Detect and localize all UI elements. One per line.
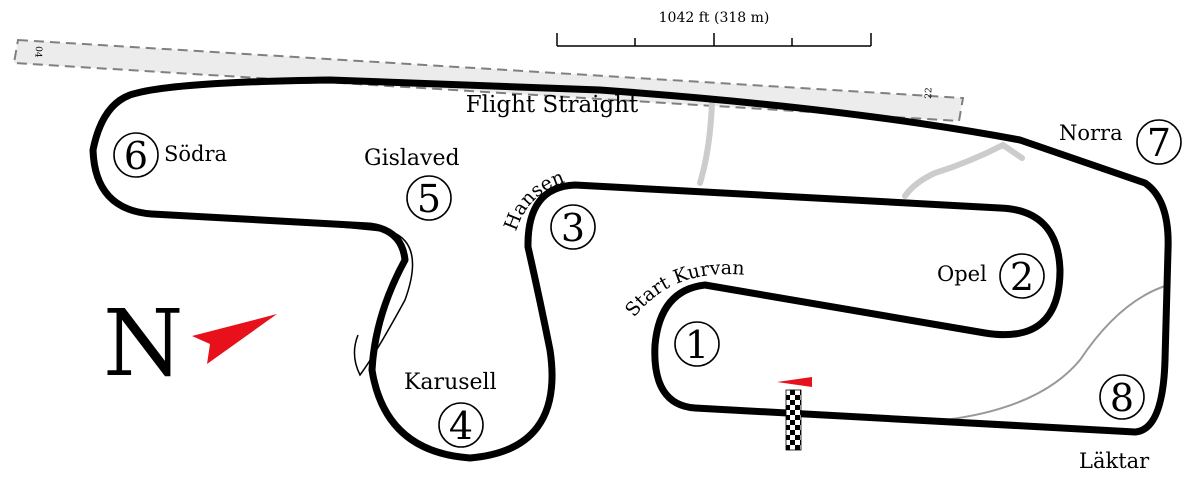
corner-8-number: 8 [1110, 376, 1134, 420]
corner-6: 6 Södra [113, 132, 227, 178]
corner-5-number: 5 [417, 177, 441, 221]
corner-6-name: Södra [164, 142, 227, 166]
corner-2-number: 2 [1010, 255, 1034, 299]
corner-5-name: Gislaved [364, 146, 460, 171]
corner-4-number: 4 [449, 404, 473, 448]
access-road [944, 284, 1169, 421]
corner-5: 5 Gislaved [364, 146, 460, 221]
scale-bar-label: 1042 ft (318 m) [659, 10, 770, 26]
corner-3-number: 3 [561, 206, 585, 250]
north-letter: N [103, 290, 184, 397]
corner-3: 3 Hansen [500, 166, 596, 250]
runway-end-04: 04 [32, 46, 43, 58]
checkered-line-icon [785, 389, 802, 451]
start-flag-icon [777, 377, 812, 387]
corner-2-name: Opel [937, 262, 987, 286]
scale-bar [556, 33, 872, 47]
north-arrow-icon [192, 314, 277, 364]
race-track [89, 76, 1172, 462]
corner-4: 4 Karusell [404, 370, 497, 448]
corner-7-number: 7 [1147, 121, 1171, 165]
corner-1: 1 Start Kurvan [621, 257, 745, 367]
corner-2: 2 Opel [937, 253, 1045, 299]
service-roads [697, 100, 1025, 199]
corner-3-name: Hansen [500, 166, 567, 234]
corner-7-name: Norra [1059, 121, 1123, 145]
runway-end-22: 22 [924, 87, 935, 99]
corner-8-name: Läktar [1079, 449, 1150, 473]
corner-8: 8 Läktar [1079, 374, 1150, 473]
corner-4-name: Karusell [404, 370, 497, 395]
flight-straight-label: Flight Straight [466, 92, 639, 118]
corner-1-number: 1 [685, 323, 709, 367]
corner-7: 7 Norra [1059, 119, 1182, 165]
corner-6-number: 6 [124, 134, 148, 178]
